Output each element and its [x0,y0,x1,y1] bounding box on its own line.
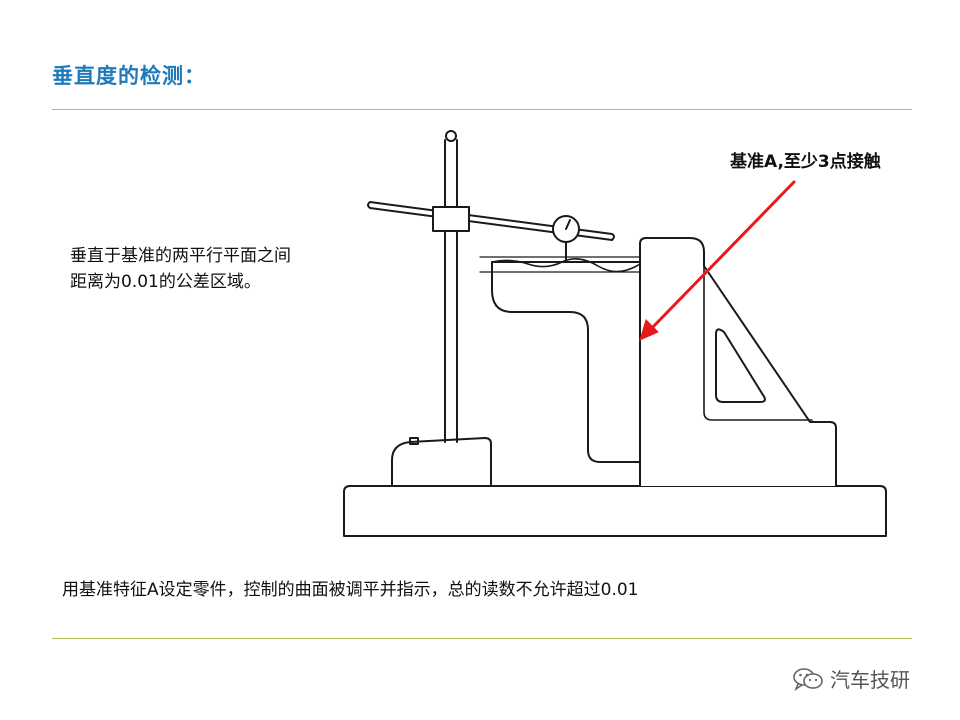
wechat-icon [793,667,823,691]
gauge-post-cap [445,130,457,142]
description-line-2: 距离为0.01的公差区域。 [70,272,261,292]
tolerance-description: 垂直于基准的两平行平面之间 距离为0.01的公差区域。 [70,243,291,295]
angle-plate-inner [703,265,813,421]
gauge-stand-base-knob [409,437,419,445]
workpiece [491,261,641,463]
watermark-label: 汽车技研 [830,668,910,692]
surface-plate [343,485,887,537]
angle-plate [639,237,837,487]
page-title: 垂直度的检测： [52,64,206,88]
angle-plate-cutout [715,328,766,403]
procedure-caption: 用基准特征A设定零件，控制的曲面被调平并指示，总的读数不允许超过0.01 [62,580,639,600]
bottom-divider [52,638,912,639]
top-divider [52,109,912,110]
datum-arrow [639,180,796,341]
measured-surface [491,258,641,273]
datum-a-callout: 基准A,至少3点接触 [730,152,881,172]
gauge-stand-base [391,437,492,486]
arm-clamp-block [432,206,470,232]
source-watermark: 汽车技研 [792,664,910,693]
dial-needle [565,219,571,230]
description-line-1: 垂直于基准的两平行平面之间 [70,246,291,266]
gauge-arm [367,201,615,241]
